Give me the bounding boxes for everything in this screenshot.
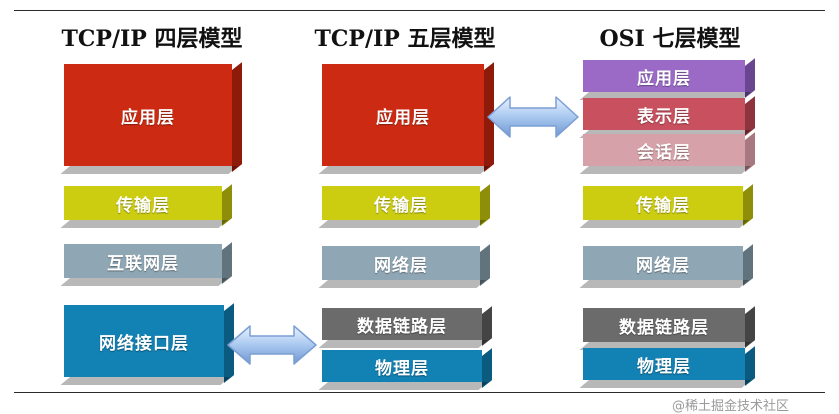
tcpip5-datalink-layer: 数据链路层 (318, 306, 492, 348)
osi7-application-label: 应用层 (583, 60, 745, 92)
tcpip4-internet-layer: 互联网层 (60, 242, 232, 286)
tcpip4-application-layer: 应用层 (60, 62, 242, 174)
tcpip5-datalink-label: 数据链路层 (322, 308, 482, 340)
osi7-physical-label: 物理层 (583, 348, 745, 380)
tcpip4-network-interface-layer: 网络接口层 (60, 303, 234, 385)
tcpip5-transport-label: 传输层 (322, 186, 480, 220)
osi7-transport-layer: 传输层 (579, 184, 753, 228)
tcpip4-internet-label: 互联网层 (64, 244, 222, 278)
tcpip5-application-layer: 应用层 (318, 62, 494, 174)
tcpip4-transport-label: 传输层 (64, 186, 222, 220)
osi7-presentation-layer: 表示层 (579, 96, 755, 138)
double-arrow-icon (487, 96, 579, 138)
osi7-datalink-layer: 数据链路层 (579, 306, 755, 350)
osi7-session-layer: 会话层 (579, 132, 755, 174)
osi7-network-layer: 网络层 (579, 244, 753, 288)
tcpip5-physical-layer: 物理层 (318, 348, 492, 390)
tcpip5-title: TCP/IP 五层模型 (314, 26, 496, 52)
tcpip5-network-layer: 网络层 (318, 244, 490, 288)
osi7-application-layer: 应用层 (579, 58, 755, 100)
tcpip5-application-label: 应用层 (322, 64, 484, 166)
top-rule (14, 10, 825, 11)
tcpip4-transport-layer: 传输层 (60, 184, 232, 228)
tcpip5-network-label: 网络层 (322, 246, 480, 280)
tcpip4-title: TCP/IP 四层模型 (61, 26, 243, 52)
osi7-title: OSI 七层模型 (599, 26, 741, 52)
osi7-presentation-label: 表示层 (583, 98, 745, 130)
watermark: @稀土掘金技术社区 (672, 399, 790, 414)
double-arrow-icon (227, 325, 317, 365)
tcpip5-physical-label: 物理层 (322, 350, 482, 382)
osi7-physical-layer: 物理层 (579, 346, 755, 388)
osi7-session-label: 会话层 (583, 134, 745, 166)
tcpip4-network-interface-label: 网络接口层 (64, 305, 224, 377)
osi7-network-label: 网络层 (583, 246, 743, 280)
osi7-transport-label: 传输层 (583, 186, 743, 220)
osi7-datalink-label: 数据链路层 (583, 308, 745, 342)
tcpip4-application-label: 应用层 (64, 64, 232, 166)
bottom-rule (14, 392, 825, 393)
tcpip5-transport-layer: 传输层 (318, 184, 490, 228)
